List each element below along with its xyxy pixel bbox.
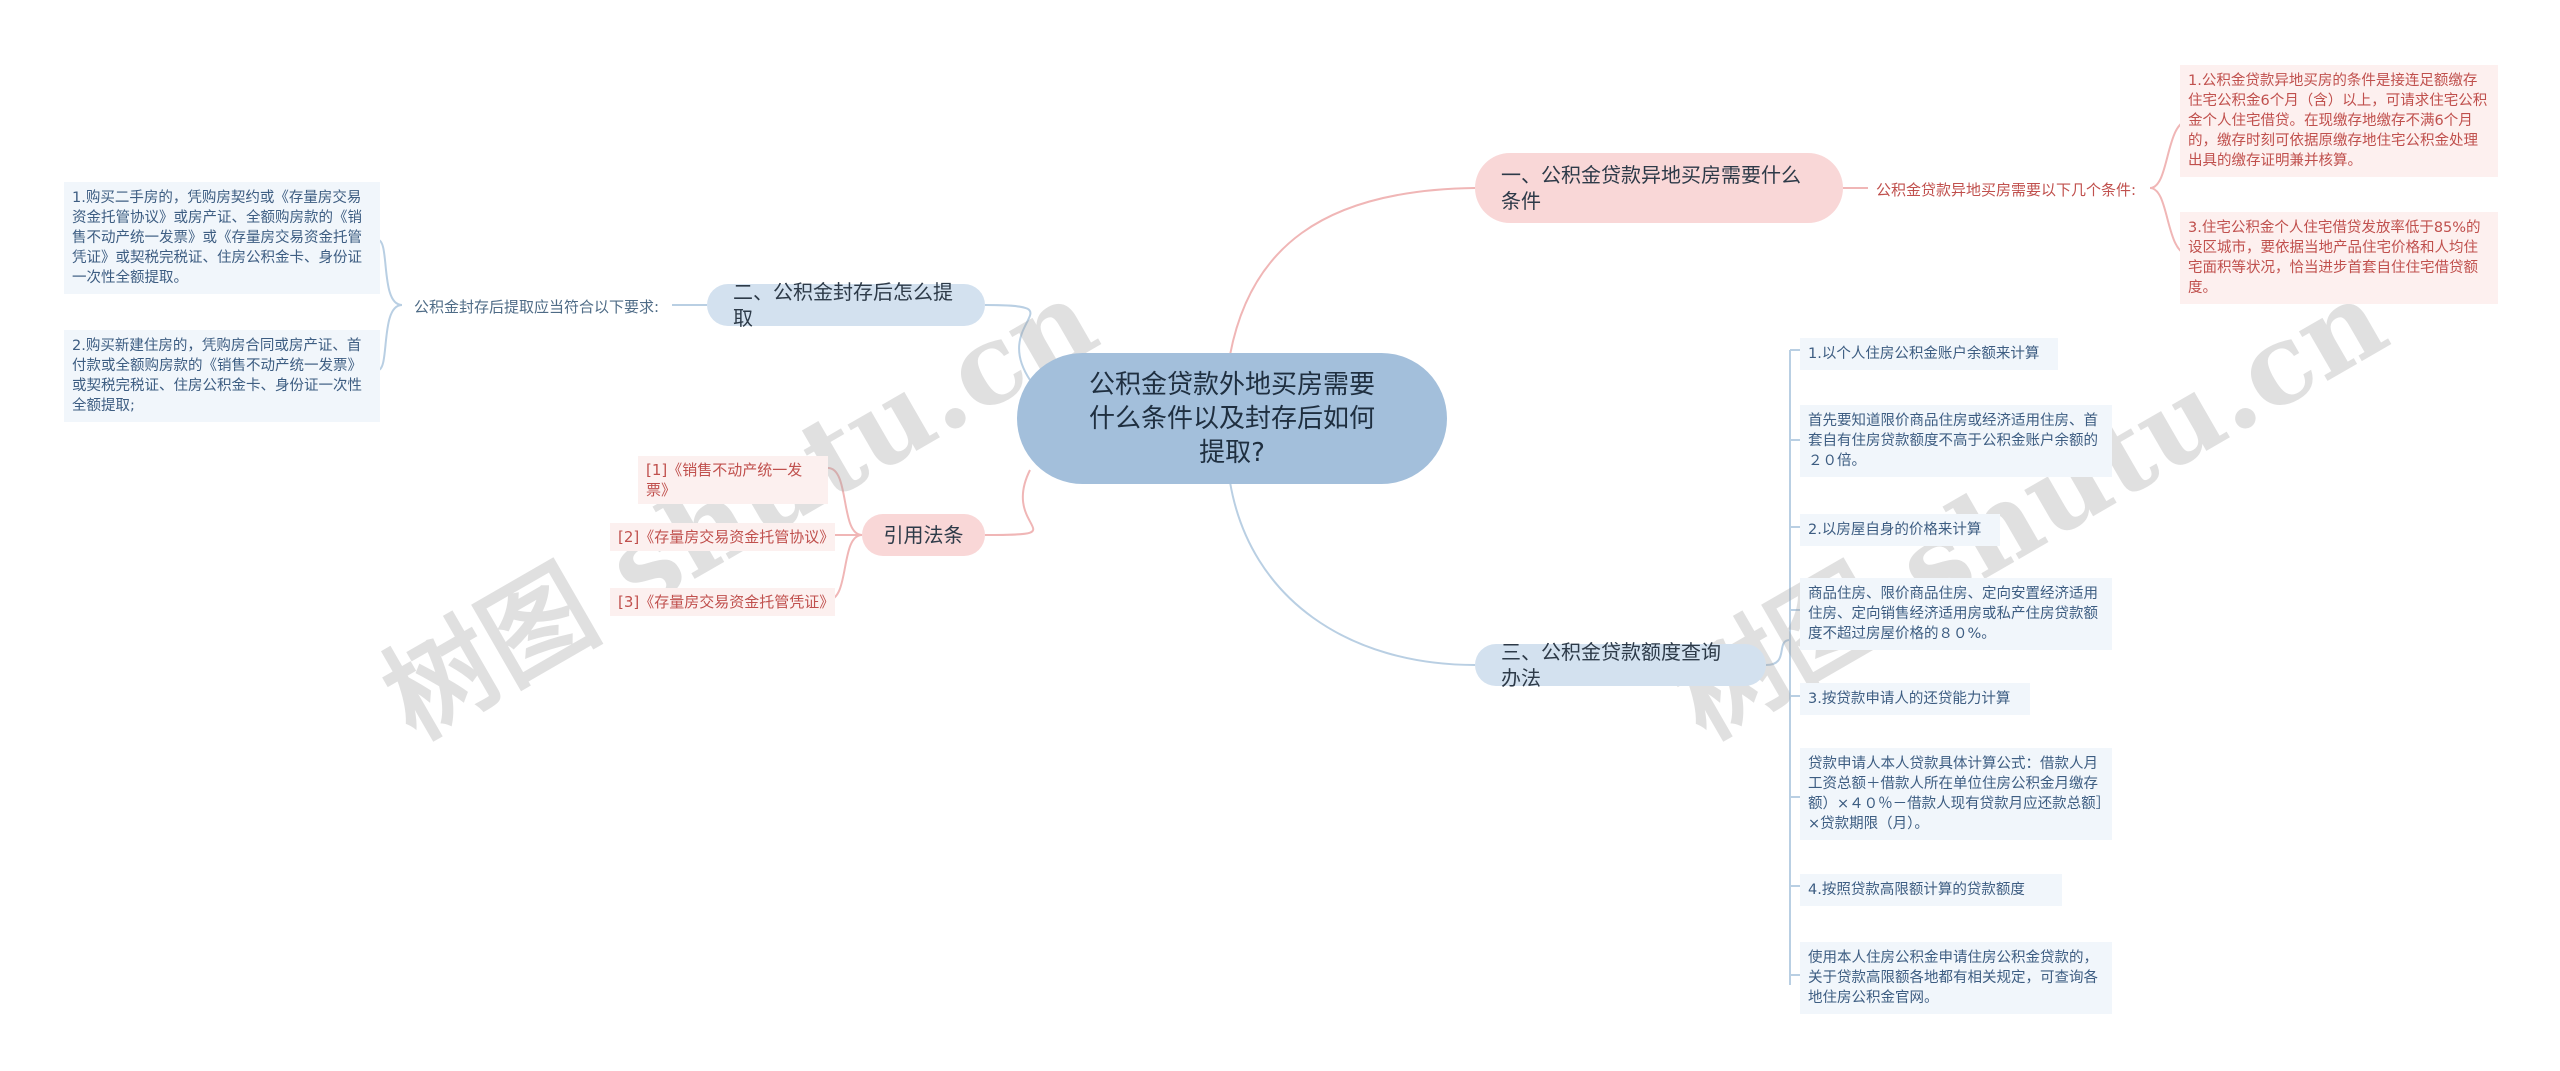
citation-3[interactable]: [3]《存量房交易资金托管凭证》 (610, 588, 835, 616)
branch-3-leaf-1[interactable]: 1.以个人住房公积金账户余额来计算 (1800, 338, 2058, 370)
branch-2-subtopic-label: 公积金封存后提取应当符合以下要求: (414, 298, 660, 316)
branch-2-leaf-1[interactable]: 1.购买二手房的，凭购房契约或《存量房交易资金托管协议》或房产证、全额购房款的《… (64, 182, 380, 294)
root-topic-label: 公积金贷款外地买房需要什么条件以及封存后如何提取? (1088, 369, 1375, 468)
branch-4-topic[interactable]: 引用法条 (862, 514, 985, 556)
link-root-b1 (1229, 187, 1476, 356)
link-root-b2 (984, 304, 1032, 381)
branch-1-subtopic[interactable]: 公积金贷款异地买房需要以下几个条件: (1868, 176, 2150, 204)
branch-3-label: 三、公积金贷款额度查询办法 (1501, 640, 1721, 690)
branch-3-leaf-8[interactable]: 使用本人住房公积金申请住房公积金贷款的，关于贷款高限额各地都有相关规定，可查询各… (1800, 942, 2112, 1014)
branch-1-topic[interactable]: 一、公积金贷款异地买房需要什么条件 (1475, 153, 1843, 223)
citation-1[interactable]: [1]《销售不动产统一发票》 (638, 456, 828, 504)
root-topic[interactable]: 公积金贷款外地买房需要什么条件以及封存后如何提取? (1017, 353, 1447, 484)
branch-3-leaf-3[interactable]: 2.以房屋自身的价格来计算 (1800, 514, 2000, 546)
branch-1-leaf-2[interactable]: 3.住宅公积金个人住宅借贷发放率低于85%的设区城市，要依据当地产品住宅价格和人… (2180, 212, 2498, 304)
branch-3-leaf-6[interactable]: 贷款申请人本人贷款具体计算公式：借款人月工资总额＋借款人所在单位住房公积金月缴存… (1800, 748, 2112, 840)
branch-2-subtopic[interactable]: 公积金封存后提取应当符合以下要求: (406, 293, 672, 321)
branch-3-leaf-2[interactable]: 首先要知道限价商品住房或经济适用住房、首套自有住房贷款额度不高于公积金账户余额的… (1800, 405, 2112, 477)
link-root-b3 (1229, 481, 1476, 666)
branch-3-leaf-7[interactable]: 4.按照贷款高限额计算的贷款额度 (1800, 874, 2062, 906)
branch-3-topic[interactable]: 三、公积金贷款额度查询办法 (1475, 640, 1766, 690)
branch-2-label: 二、公积金封存后怎么提取 (733, 280, 953, 330)
branch-3-leaf-5[interactable]: 3.按贷款申请人的还贷能力计算 (1800, 683, 2030, 715)
branch-1-label: 一、公积金贷款异地买房需要什么条件 (1501, 163, 1801, 213)
branch-1-subtopic-label: 公积金贷款异地买房需要以下几个条件: (1876, 181, 2137, 199)
branch-2-topic[interactable]: 二、公积金封存后怎么提取 (707, 280, 985, 330)
branch-4-label: 引用法条 (883, 523, 964, 547)
citation-2[interactable]: [2]《存量房交易资金托管协议》 (610, 523, 835, 551)
branch-2-leaf-2[interactable]: 2.购买新建住房的，凭购房合同或房产证、首付款或全额购房款的《销售不动产统一发票… (64, 330, 380, 422)
branch-1-leaf-1[interactable]: 1.公积金贷款异地买房的条件是接连足额缴存住宅公积金6个月（含）以上，可请求住宅… (2180, 65, 2498, 177)
branch-3-leaf-4[interactable]: 商品住房、限价商品住房、定向安置经济适用住房、定向销售经济适用房或私产住房贷款额… (1800, 578, 2112, 650)
link-root-b4 (984, 469, 1035, 536)
